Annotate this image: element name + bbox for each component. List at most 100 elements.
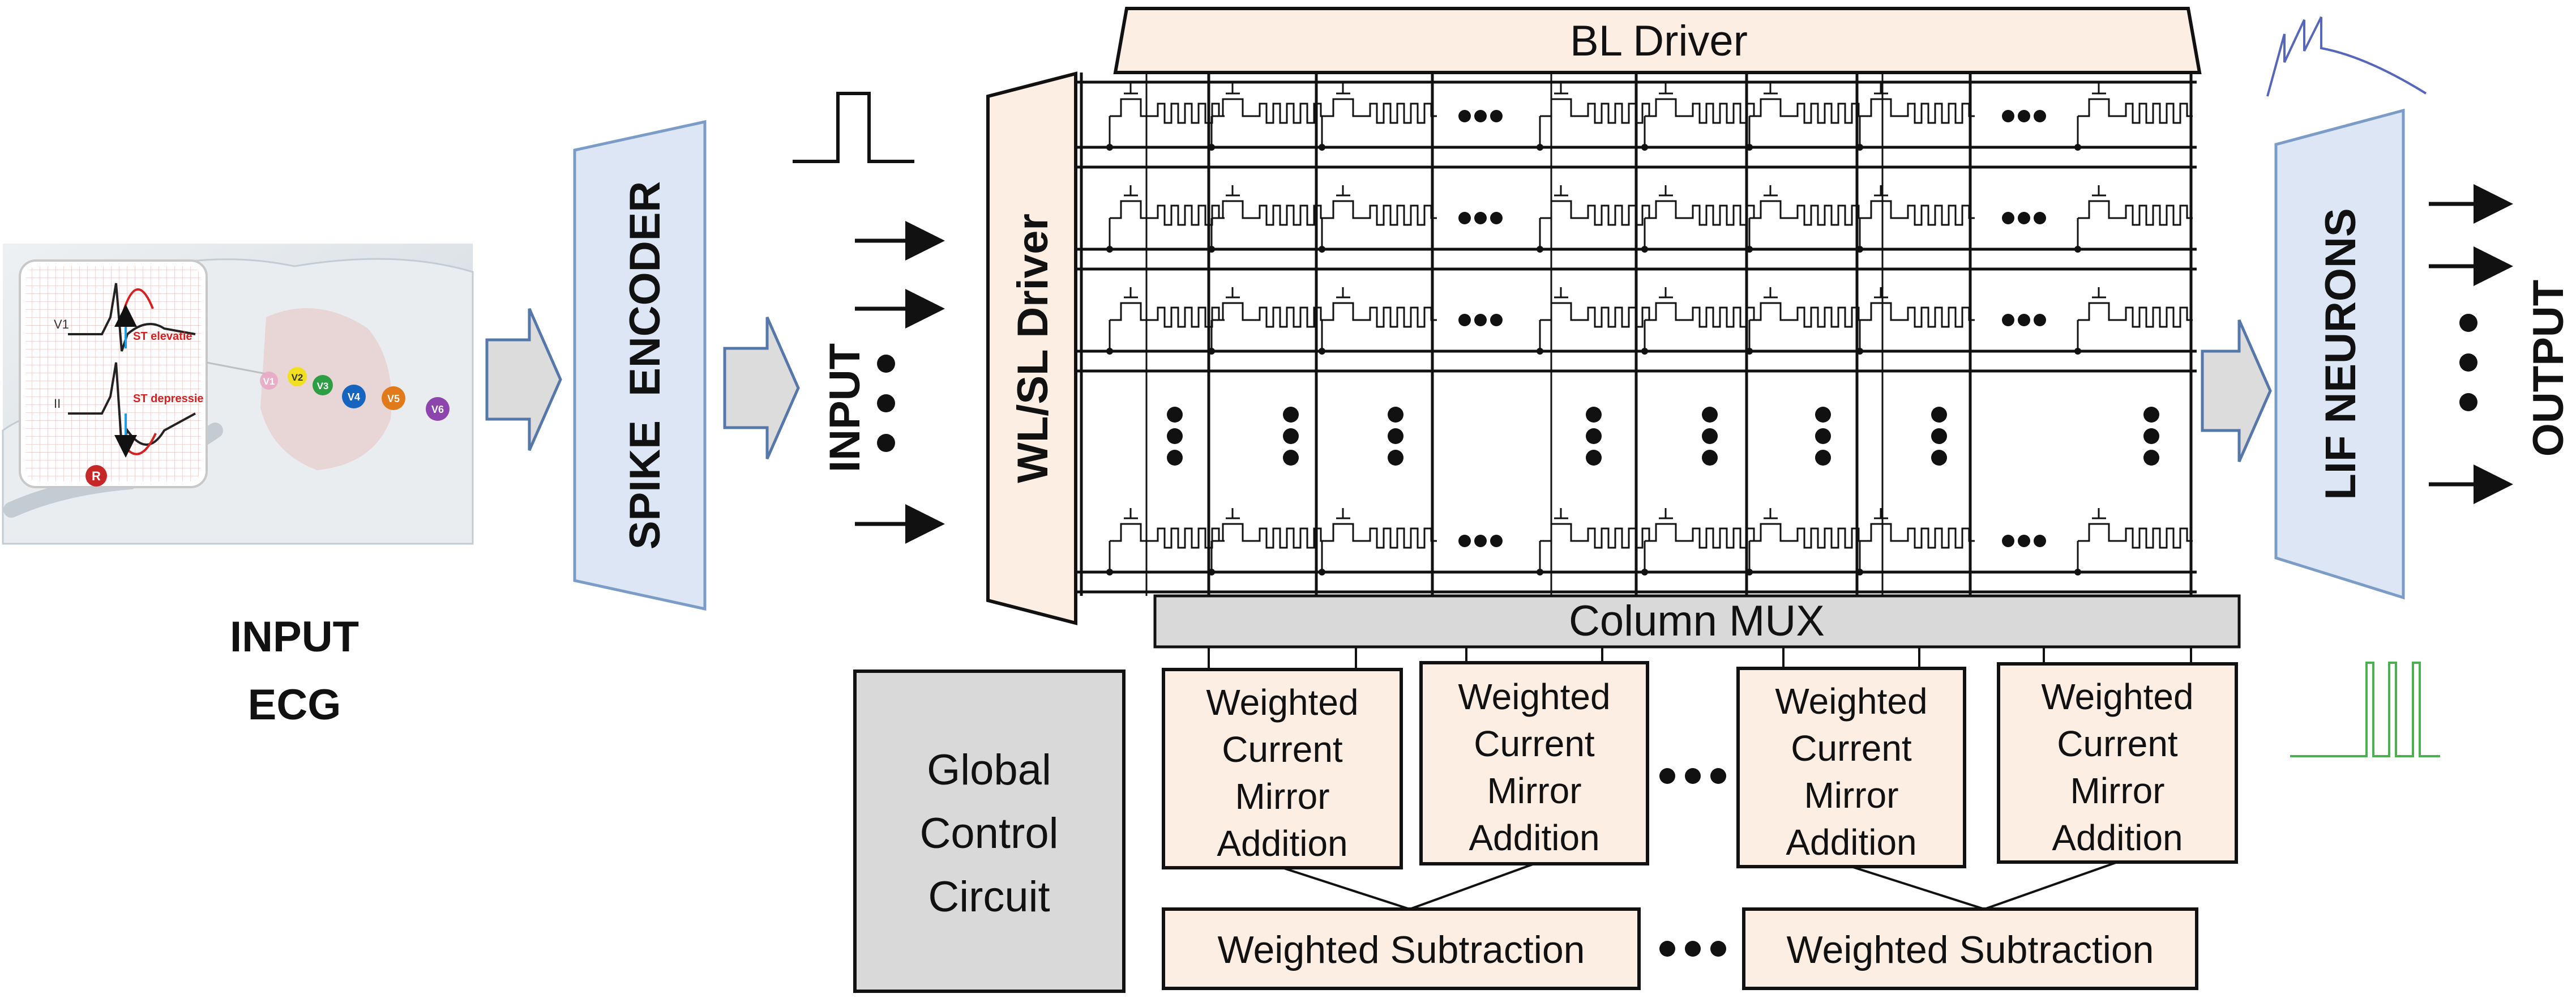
ellipsis-dot bbox=[1283, 428, 1299, 444]
wl-sl-driver-label: WL/SL Driver bbox=[1009, 214, 1057, 483]
rram-cell-icon bbox=[1746, 83, 1864, 151]
rram-cell-icon bbox=[1106, 508, 1225, 575]
rram-cell-icon bbox=[1319, 287, 1437, 355]
electrode-v2-icon: V2 bbox=[288, 367, 307, 386]
zoom-pointer-line bbox=[206, 361, 267, 375]
svg-text:V3: V3 bbox=[317, 381, 329, 391]
ellipsis-dot bbox=[2018, 212, 2030, 224]
weighted-addition-block: Weighted Current Mirror Addition bbox=[1162, 668, 1403, 869]
rram-cell-icon bbox=[1746, 508, 1864, 575]
rram-cell-icon bbox=[1537, 83, 1655, 151]
input-ecg-caption: INPUT bbox=[230, 613, 359, 661]
subtraction-label: Weighted Subtraction bbox=[1218, 928, 1585, 971]
rram-cell-icon bbox=[1319, 508, 1437, 575]
lif-neurons-block bbox=[2274, 108, 2405, 600]
input-label: INPUT bbox=[821, 343, 869, 472]
ellipsis-dot bbox=[1685, 768, 1701, 784]
ellipsis-dot bbox=[877, 394, 895, 412]
ellipsis-dot bbox=[2002, 535, 2014, 547]
mux-to-adder-connectors bbox=[1208, 647, 2192, 670]
ellipsis-dot bbox=[1702, 428, 1718, 444]
ellipsis-dot bbox=[1474, 314, 1487, 326]
membrane-potential-wave-icon bbox=[2266, 16, 2427, 97]
ellipsis-dot bbox=[2143, 428, 2159, 444]
wl-sl-driver-block bbox=[986, 71, 1077, 625]
ellipsis-dot bbox=[2034, 212, 2046, 224]
ellipsis-dot bbox=[1659, 941, 1675, 957]
ellipsis-dot bbox=[1490, 212, 1503, 224]
svg-text:V6: V6 bbox=[431, 404, 444, 415]
spike-encoder-label: SPIKE ENCODER bbox=[621, 181, 669, 549]
bl-driver-block bbox=[1113, 7, 2202, 74]
electrode-v5-icon: V5 bbox=[382, 386, 405, 410]
st-depression-label: ST depressie bbox=[133, 393, 204, 405]
ellipsis-dot bbox=[2459, 314, 2477, 332]
ellipsis-dot bbox=[2018, 314, 2030, 326]
rram-cell-icon bbox=[1746, 185, 1864, 253]
lif-neurons-label: LIF NEURONS bbox=[2317, 208, 2365, 500]
electrode-r-icon: R bbox=[85, 465, 107, 487]
global-control-label: Circuit bbox=[928, 873, 1050, 921]
ellipsis-dot bbox=[1702, 407, 1718, 423]
global-control-label: Control bbox=[920, 809, 1059, 858]
spike-encoder-block bbox=[573, 120, 707, 611]
global-control-circuit-block bbox=[853, 670, 1126, 993]
rram-cell-icon bbox=[1208, 83, 1326, 151]
rram-cell-icon bbox=[1208, 287, 1326, 355]
ellipsis-dot bbox=[2002, 212, 2014, 224]
ellipsis-dot bbox=[1586, 407, 1602, 423]
rram-cell-icon bbox=[2074, 185, 2193, 253]
ellipsis-dot bbox=[1931, 450, 1947, 466]
rram-cell-icon bbox=[1746, 287, 1864, 355]
adder-label: Addition bbox=[1217, 823, 1347, 864]
ellipsis-dot bbox=[2018, 110, 2030, 122]
ellipsis-dot bbox=[1490, 535, 1503, 547]
rram-cell-icon bbox=[1856, 287, 1975, 355]
ellipsis-dot bbox=[1710, 768, 1726, 784]
ellipsis-dot bbox=[877, 434, 895, 452]
rram-cell-icon bbox=[1319, 185, 1437, 253]
rram-cell-icon bbox=[1106, 83, 1225, 151]
svg-text:V5: V5 bbox=[387, 393, 400, 404]
ellipsis-dot bbox=[1702, 450, 1718, 466]
ellipsis-dot bbox=[2143, 450, 2159, 466]
ellipsis-dot bbox=[1458, 212, 1471, 224]
input-pulse-icon bbox=[793, 92, 914, 163]
output-label: OUTPUT bbox=[2524, 280, 2573, 457]
adder-label: Current bbox=[1222, 729, 1343, 770]
column-mux-label: Column MUX bbox=[1569, 597, 1825, 645]
bl-driver-label: BL Driver bbox=[1570, 17, 1748, 65]
adder-to-subtraction-connectors bbox=[1282, 861, 2118, 910]
svg-text:R: R bbox=[92, 469, 101, 483]
weighted-addition-block: Weighted Current Mirror Addition bbox=[1997, 662, 2238, 864]
ellipsis-dot bbox=[2143, 407, 2159, 423]
svg-text:V2: V2 bbox=[292, 372, 303, 383]
rram-cell-icon bbox=[1537, 508, 1655, 575]
ellipsis-dot bbox=[2459, 393, 2477, 411]
ellipsis-dot bbox=[1586, 428, 1602, 444]
output-spike-train-icon bbox=[2290, 662, 2440, 757]
adder-label: Mirror bbox=[1235, 776, 1329, 817]
rram-cell-icon bbox=[2074, 83, 2193, 151]
ellipsis-dot bbox=[1474, 110, 1487, 122]
weighted-addition-block: Weighted Current Mirror Addition bbox=[1736, 667, 1966, 868]
global-control-label: Global bbox=[927, 746, 1051, 794]
ellipsis-dot bbox=[1586, 450, 1602, 466]
electrode-v1-icon: V1 bbox=[260, 372, 278, 390]
ellipsis-dot bbox=[1710, 941, 1726, 957]
adder-label: Mirror bbox=[2070, 770, 2164, 811]
ellipsis-dot bbox=[1283, 407, 1299, 423]
rram-cell-icon bbox=[1106, 287, 1225, 355]
rram-cell-icon bbox=[1319, 83, 1437, 151]
ellipsis-dot bbox=[2459, 353, 2477, 372]
ellipsis-dot bbox=[2034, 535, 2046, 547]
rram-cell-icon bbox=[1641, 83, 1760, 151]
ellipsis-dot bbox=[1490, 110, 1503, 122]
adder-label: Current bbox=[2057, 723, 2178, 764]
ellipsis-dot bbox=[2034, 314, 2046, 326]
adder-label: Weighted bbox=[1775, 681, 1927, 722]
adder-label: Weighted bbox=[1458, 676, 1610, 717]
ellipsis-dot bbox=[1474, 212, 1487, 224]
electrode-v4-icon: V4 bbox=[342, 385, 366, 408]
ellipsis-dot bbox=[1167, 450, 1183, 466]
